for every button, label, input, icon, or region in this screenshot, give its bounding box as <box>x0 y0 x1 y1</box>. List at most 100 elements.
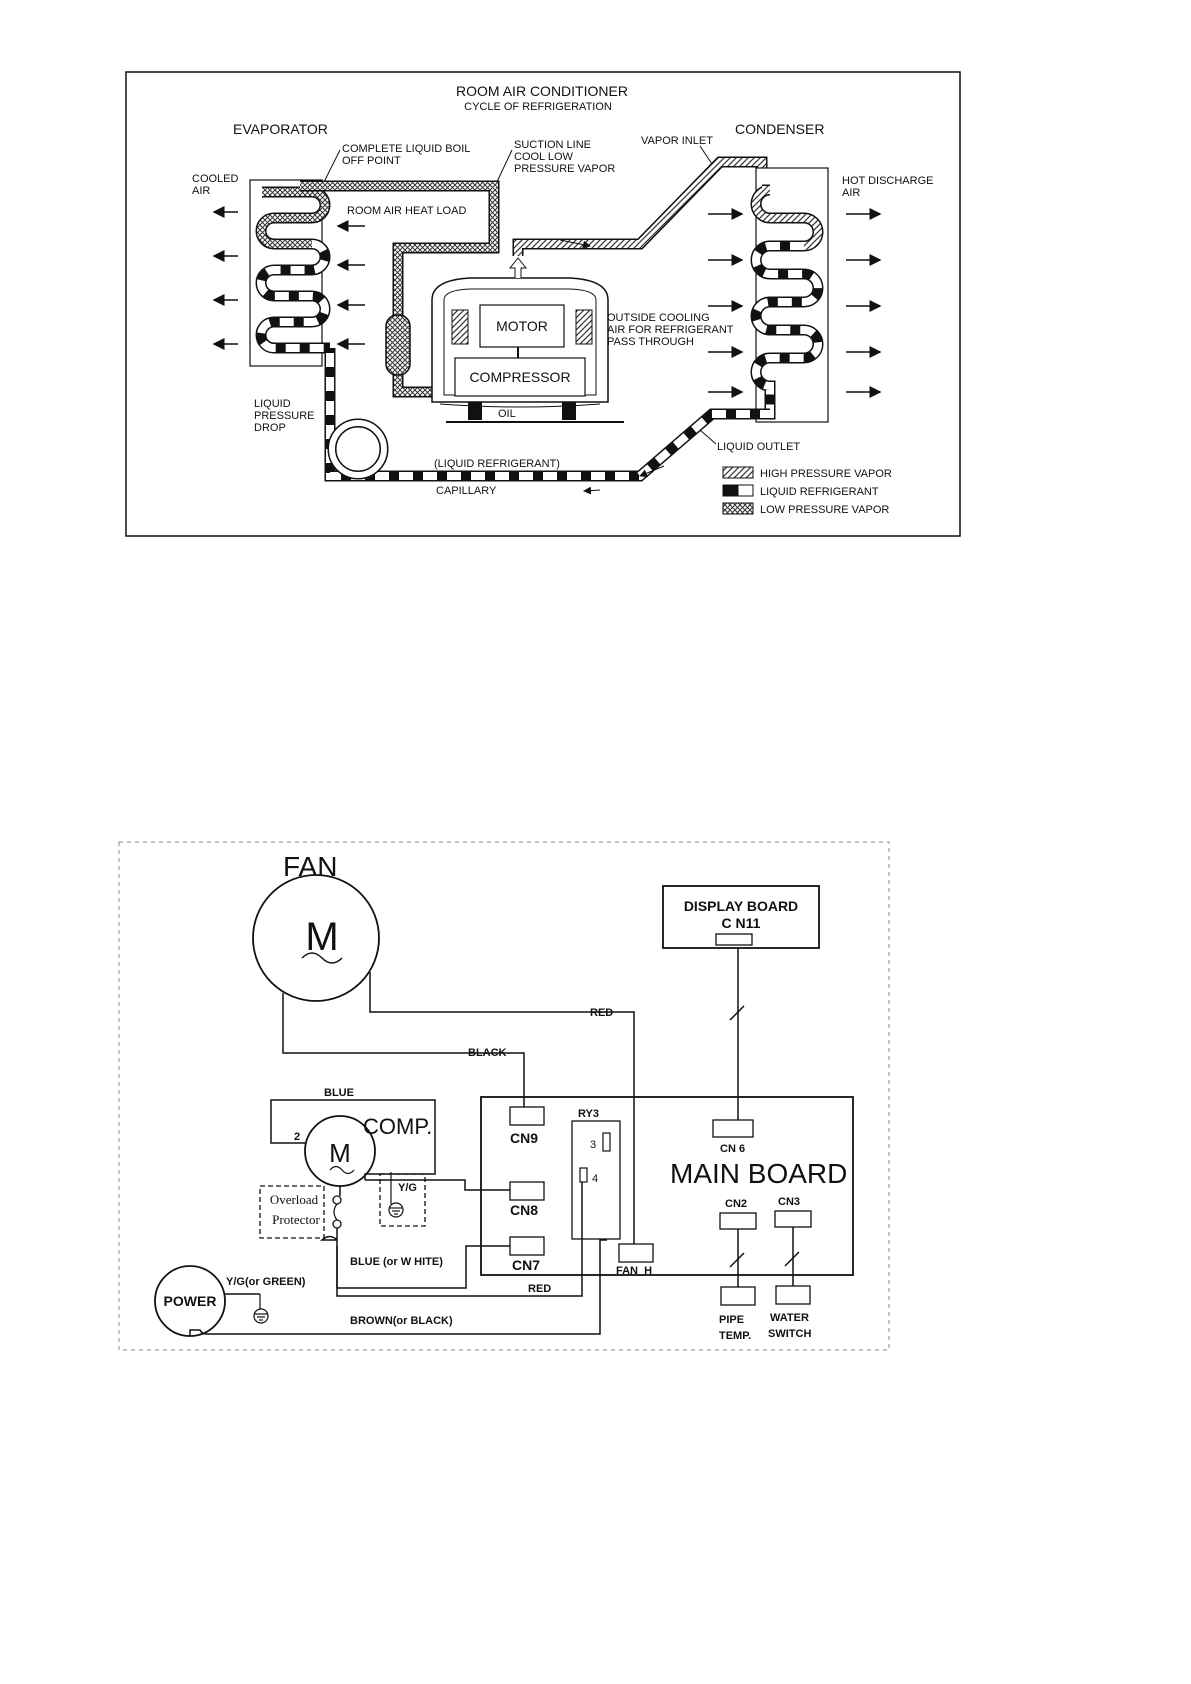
display-board-cn11-label: C N11 <box>722 915 761 931</box>
condenser-coil-liquid <box>752 242 822 410</box>
liquid-flow-arrow <box>639 465 665 477</box>
refrigeration-title: ROOM AIR CONDITIONER <box>456 83 628 99</box>
oil-label: OIL <box>498 408 516 420</box>
suction-line-label-1: SUCTION LINE <box>514 139 591 151</box>
comp-ground-label: Y/G <box>398 1182 417 1194</box>
cn9-label: CN9 <box>510 1130 538 1146</box>
cn3-label: CN3 <box>778 1196 800 1208</box>
pipe-temp-label-1: PIPE <box>719 1314 744 1326</box>
compressor-label: COMPRESSOR <box>469 369 570 385</box>
fan-h-connector[interactable] <box>618 1243 654 1263</box>
legend-swatch-liquid-dark <box>722 484 739 497</box>
water-switch-sensor <box>775 1285 811 1305</box>
capillary-coil-inner <box>329 420 387 478</box>
power-label: POWER <box>164 1293 217 1309</box>
overload-label-2: Protector <box>272 1212 320 1227</box>
cn2-connector[interactable] <box>719 1212 757 1230</box>
overload-contact-top <box>332 1195 342 1205</box>
overload-contact-bottom <box>332 1219 342 1229</box>
comp-terminal-label: 2 <box>294 1131 300 1143</box>
capillary-flow-arrow <box>583 486 601 495</box>
liquid-outlet-label: LIQUID OUTLET <box>717 441 800 453</box>
display-board-label: DISPLAY BOARD <box>684 898 798 914</box>
liquid-outlet-pointer <box>699 429 717 445</box>
cn7-label: CN7 <box>512 1257 540 1273</box>
ry3-pin-4: 4 <box>592 1173 598 1185</box>
wire-label-red-bottom: RED <box>528 1283 551 1295</box>
discharge-line-pattern <box>514 158 766 256</box>
overload-protector-box <box>259 1185 325 1239</box>
wire-black-fan <box>282 993 525 1107</box>
main-board-label: MAIN BOARD <box>670 1158 847 1189</box>
room-heat-arrows <box>336 220 365 350</box>
compressor-mount-right <box>562 402 576 420</box>
legend-label-liquid: LIQUID REFRIGERANT <box>760 486 879 498</box>
wiring-diagram: FAN M DISPLAY BOARD C N11 MAIN BOARD CN9… <box>118 841 890 1351</box>
outside-air-arrows <box>708 208 744 398</box>
ry3-switch-contact <box>579 1167 588 1183</box>
liquid-pressure-drop-2: PRESSURE <box>254 410 315 422</box>
wire-red-fan <box>369 972 635 1244</box>
cn11-connector <box>715 933 753 946</box>
water-switch-label-2: SWITCH <box>768 1328 811 1340</box>
refrigeration-diagram: ROOM AIR CONDITIONER CYCLE OF REFRIGERAT… <box>125 71 961 537</box>
cn6-connector[interactable] <box>712 1119 754 1138</box>
wire-brown-black <box>189 1239 607 1336</box>
cn7-connector[interactable] <box>509 1236 545 1256</box>
fan-motor-symbol: M <box>305 915 338 959</box>
fan-motor-tilde-icon <box>301 952 343 964</box>
suction-line-pointer <box>494 149 513 187</box>
wire-blue-white <box>320 1186 510 1289</box>
wire-label-brown-black: BROWN(or BLACK) <box>350 1315 453 1327</box>
refrigeration-subtitle: CYCLE OF REFRIGERATION <box>464 101 612 113</box>
comp-ground-box <box>379 1173 426 1227</box>
hot-discharge-label-1: HOT DISCHARGE <box>842 175 933 187</box>
vapor-inlet-label: VAPOR INLET <box>641 135 713 147</box>
cn8-label: CN8 <box>510 1202 538 1218</box>
liquid-refrigerant-line-label: (LIQUID REFRIGERANT) <box>434 458 560 470</box>
cn8-connector[interactable] <box>509 1181 545 1201</box>
cn9-connector[interactable] <box>509 1106 545 1126</box>
comp-label: COMP. <box>363 1114 432 1139</box>
legend-label-low: LOW PRESSURE VAPOR <box>760 504 889 516</box>
cooled-air-label-2: AIR <box>192 185 210 197</box>
comp-motor-symbol: M <box>329 1138 351 1168</box>
comp-motor-tilde-icon <box>329 1165 355 1175</box>
water-switch-label-1: WATER <box>770 1312 809 1324</box>
condenser-coil-vapor <box>752 186 822 250</box>
compressor-box <box>454 357 586 397</box>
pipe-temp-label-2: TEMP. <box>719 1330 751 1342</box>
legend-swatch-low <box>722 502 754 515</box>
motor-label: MOTOR <box>496 318 548 334</box>
ry3-pin-3: 3 <box>590 1139 596 1151</box>
wire-red-relay <box>336 1182 583 1297</box>
wire-label-blue: BLUE <box>324 1087 354 1099</box>
wiring-frame <box>118 841 890 1351</box>
cn3-connector[interactable] <box>774 1210 812 1228</box>
pipe-temp-sensor <box>720 1286 756 1306</box>
legend-label-high: HIGH PRESSURE VAPOR <box>760 468 892 480</box>
wire-label-blue-white: BLUE (or W HITE) <box>350 1256 443 1268</box>
discharge-arrow-icon <box>508 257 528 278</box>
liquid-boil-label-1: COMPLETE LIQUID BOIL <box>342 143 470 155</box>
ry3-label: RY3 <box>578 1108 599 1120</box>
liquid-pressure-drop-1: LIQUID <box>254 398 291 410</box>
power-ground-icon <box>253 1294 269 1324</box>
wire-label-yg-green: Y/G(or GREEN) <box>226 1276 306 1288</box>
cn2-label: CN2 <box>725 1198 747 1210</box>
hot-discharge-arrows <box>846 208 882 398</box>
cooled-air-arrows <box>212 206 238 350</box>
room-air-heat-load-label: ROOM AIR HEAT LOAD <box>347 205 466 217</box>
cooled-air-label-1: COOLED <box>192 173 239 185</box>
wire-blue-comp <box>270 1099 510 1191</box>
evaporator-label: EVAPORATOR <box>233 121 328 137</box>
cn6-label: CN 6 <box>720 1143 745 1155</box>
evaporator-coil-liquid <box>257 240 330 352</box>
outside-cooling-label-1: OUTSIDE COOLING <box>607 312 710 324</box>
comp-ground-icon <box>388 1172 404 1218</box>
vapor-inlet-pointer <box>699 145 713 165</box>
overload-label-1: Overload <box>270 1192 319 1207</box>
motor-box <box>479 304 565 348</box>
wire-label-red-top: RED <box>590 1007 613 1019</box>
